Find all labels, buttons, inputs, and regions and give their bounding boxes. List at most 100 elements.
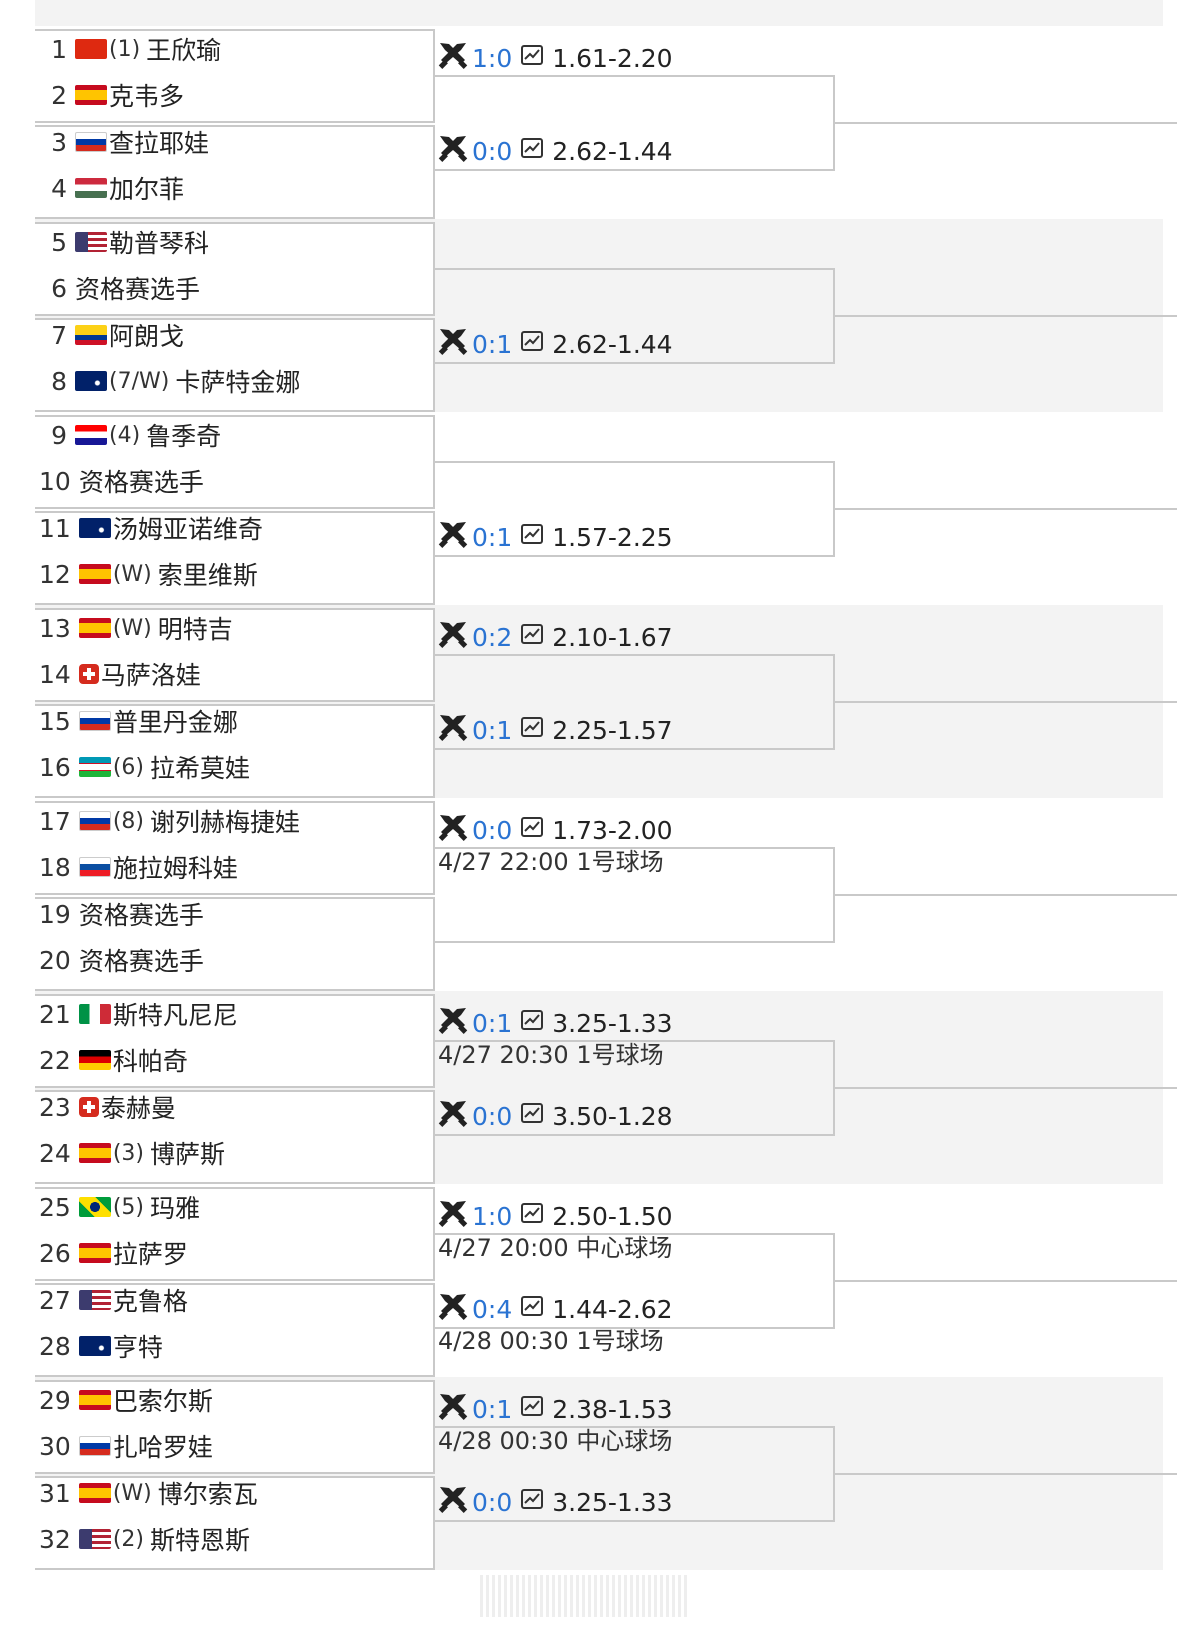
player-row[interactable]: 31(W)博尔索瓦 [39, 1473, 258, 1513]
player-name: 拉萨罗 [112, 1240, 188, 1269]
line-chart-icon[interactable] [520, 1008, 552, 1038]
line-chart-icon[interactable] [520, 1487, 552, 1517]
match-odds: 2.62-1.44 [552, 329, 673, 359]
line-chart-icon[interactable] [520, 622, 552, 652]
match-score[interactable]: 0:4 [472, 1294, 513, 1324]
draw-position: 20 [39, 945, 71, 975]
line-chart-icon[interactable] [520, 1201, 552, 1231]
es-flag-icon [78, 1390, 111, 1410]
draw-position: 8 [51, 366, 67, 396]
match-score[interactable]: 0:0 [472, 1487, 513, 1517]
player-name: 博尔索瓦 [157, 1480, 258, 1509]
match-score[interactable]: 1:0 [472, 1201, 513, 1231]
player-row[interactable]: 17(8)谢列赫梅捷娃 [39, 801, 300, 841]
ch-flag-icon [78, 1097, 99, 1117]
line-chart-icon[interactable] [520, 522, 552, 552]
ru-flag-icon [78, 1436, 111, 1456]
match-score[interactable]: 0:1 [472, 522, 513, 552]
match-score[interactable]: 0:0 [472, 815, 513, 845]
us-flag-icon [75, 232, 107, 252]
player-name: 扎哈罗娃 [112, 1433, 213, 1462]
player-row[interactable]: 12(W)索里维斯 [39, 554, 258, 594]
player-row[interactable]: 13(W)明特吉 [39, 608, 233, 648]
cross-swords-icon [438, 713, 472, 747]
line-chart-icon[interactable] [520, 1394, 552, 1424]
match-schedule: 4/27 20:30 1号球场 [438, 1040, 664, 1069]
player-row[interactable]: 8(7/W)卡萨特金娜 [39, 361, 300, 401]
player-name: 拉希莫娃 [149, 754, 250, 783]
player-row[interactable]: 16(6)拉希莫娃 [39, 747, 250, 787]
player-row[interactable]: 32(2)斯特恩斯 [39, 1519, 250, 1559]
line-chart-icon[interactable] [520, 815, 552, 845]
player-row[interactable]: 1(1)王欣瑜 [39, 29, 221, 69]
player-row[interactable]: 9(4)鲁季奇 [39, 415, 221, 455]
line-chart-icon[interactable] [520, 715, 552, 745]
player-name: 王欣瑜 [146, 36, 222, 65]
player-name: 亨特 [112, 1333, 163, 1362]
match-score[interactable]: 0:0 [472, 1101, 513, 1131]
cross-swords-icon [438, 134, 472, 168]
seed-tag: (2) [112, 1526, 144, 1552]
line-chart-icon[interactable] [520, 43, 552, 73]
match-score[interactable]: 0:1 [472, 1008, 513, 1038]
player-row[interactable]: 25(5)玛雅 [39, 1187, 200, 1227]
second-round-box [435, 654, 835, 750]
match-score[interactable]: 0:1 [472, 1394, 513, 1424]
line-chart-icon[interactable] [520, 1294, 552, 1324]
line-chart-icon[interactable] [520, 1101, 552, 1131]
seed-tag: (1) [109, 36, 141, 62]
draw-position: 27 [39, 1285, 71, 1315]
match-score[interactable]: 0:2 [472, 622, 513, 652]
match-score[interactable]: 0:1 [472, 329, 513, 359]
match-score[interactable]: 1:0 [472, 43, 513, 73]
draw-position: 9 [51, 420, 67, 450]
ru-flag-icon [75, 132, 107, 152]
player-name: 斯特恩斯 [149, 1526, 250, 1555]
us-flag-icon [78, 1529, 111, 1549]
player-name: 克韦多 [109, 82, 185, 111]
player-row[interactable]: 24(3)博萨斯 [39, 1133, 225, 1173]
match-score[interactable]: 0:0 [472, 136, 513, 166]
match-info[interactable]: 0:1 2.62-1.44 [438, 328, 673, 360]
seed-tag: (8) [112, 808, 144, 834]
line-chart-icon[interactable] [520, 329, 552, 359]
match-score[interactable]: 0:1 [472, 715, 513, 745]
draw-position: 4 [51, 173, 67, 203]
line-chart-icon[interactable] [520, 136, 552, 166]
